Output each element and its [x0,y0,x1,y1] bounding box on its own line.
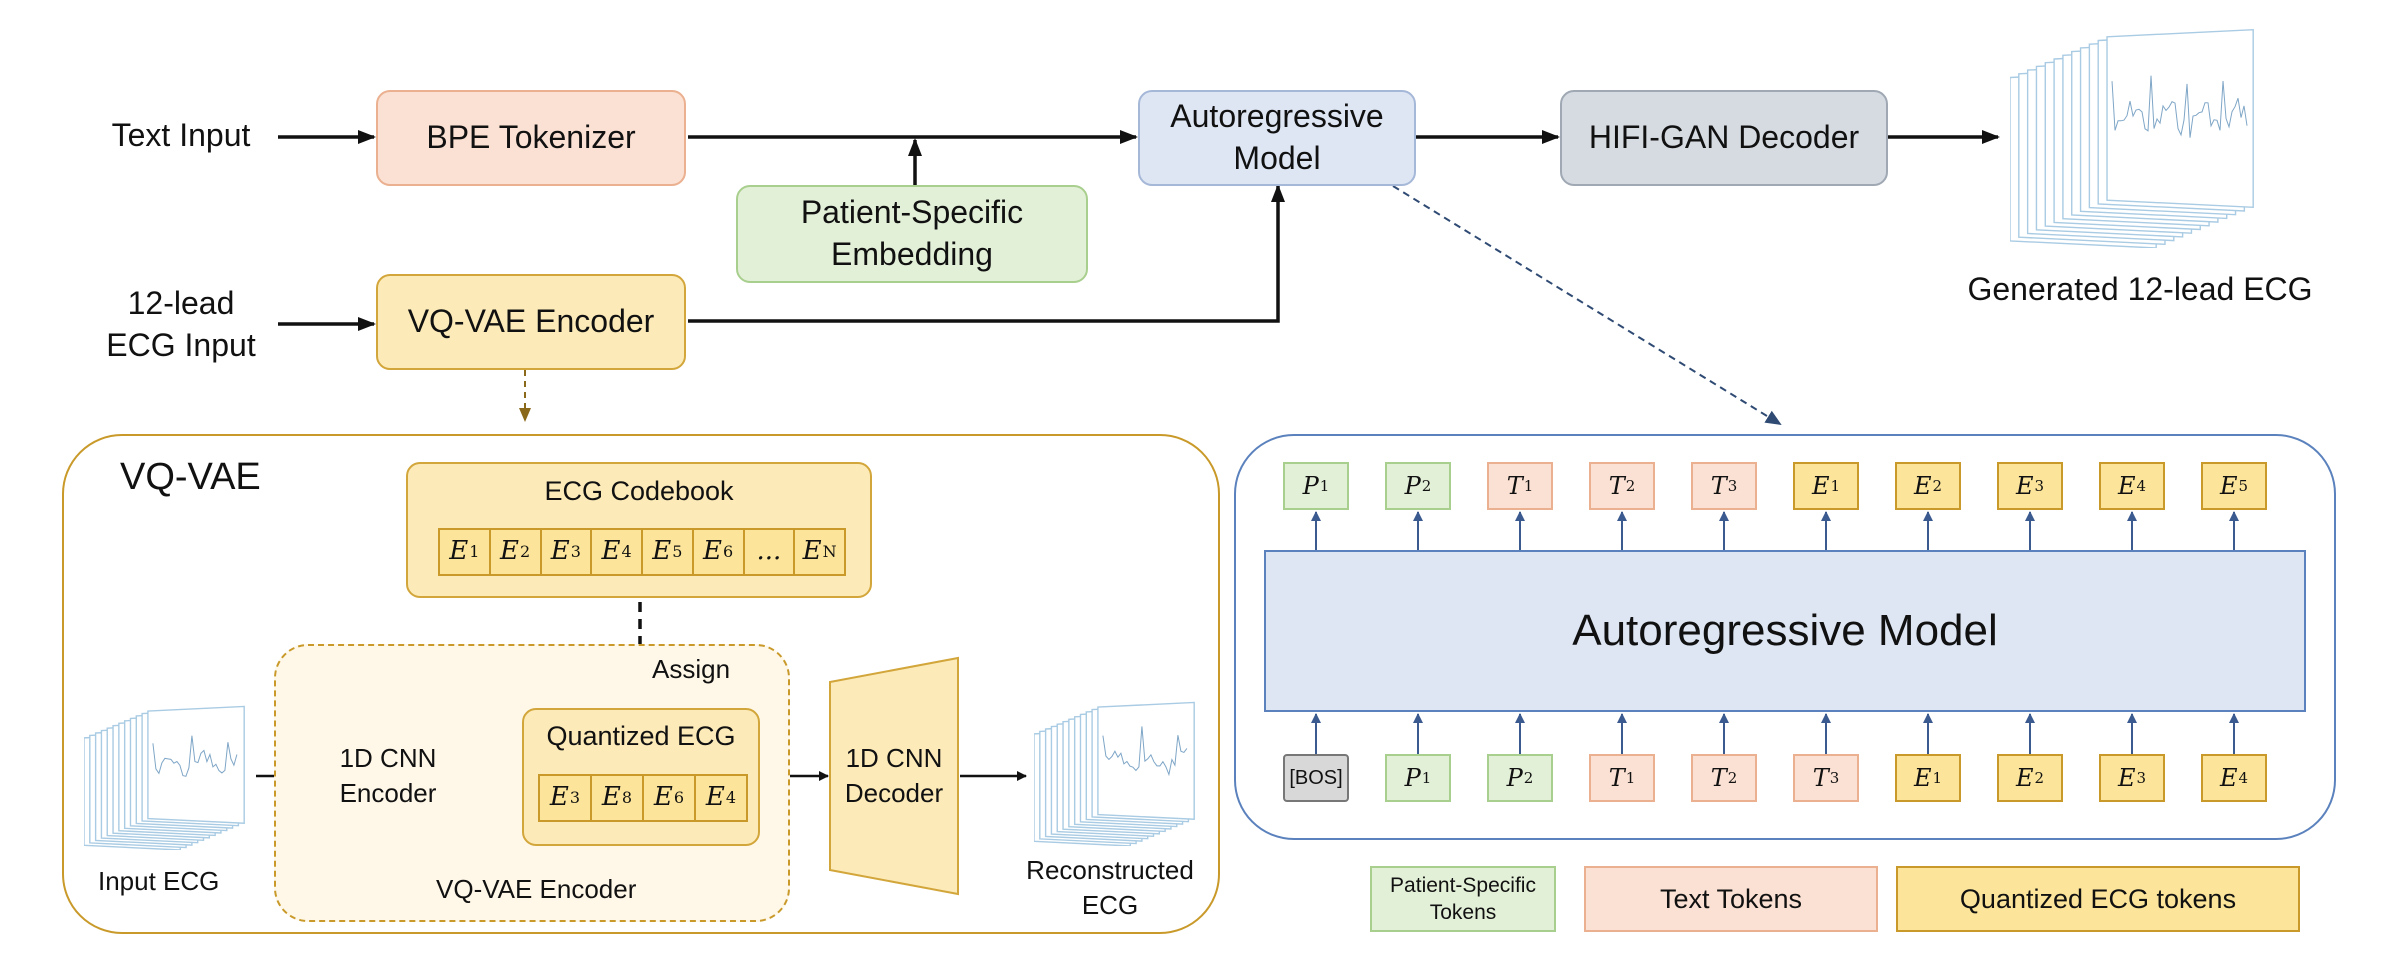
input-ecg-label: Input ECG [98,866,220,896]
vqvae-encoder-box: VQ-VAE Encoder [376,274,686,370]
quantized-ecg-title: Quantized ECG [546,721,736,752]
assign-label: Assign [652,654,731,684]
vqvae-panel-title: VQ-VAE [120,456,261,498]
legend-text-tokens: Text Tokens [1584,866,1878,932]
text-input-label: Text Input [111,117,251,154]
ecg-lead-sheet [1097,701,1195,820]
legend-patient-tokens: Patient-Specific Tokens [1370,866,1556,932]
input-token: [BOS] [1283,754,1349,802]
encoder-group-label: VQ-VAE Encoder [436,874,637,904]
hifigan-decoder-box: HIFI-GAN Decoder [1560,90,1888,186]
reconstructed-ecg-image [1034,700,1200,846]
ar-model-block: Autoregressive Model [1264,550,2306,712]
bpe-tokenizer-box: BPE Tokenizer [376,90,686,186]
ecg-lead-sheet [2106,28,2254,209]
encoder-cnn-label: 1D CNN Encoder [339,742,437,808]
reconstructed-ecg-label: Reconstructed ECG [1026,854,1194,920]
decoder-cnn-label: 1D CNN Decoder [844,742,944,808]
generated-ecg-label: Generated 12-lead ECG [1967,271,2313,308]
input-ecg-image [84,704,250,850]
dashed-ar-to-panel [1392,185,1782,426]
codebook-title: ECG Codebook [544,476,734,507]
ecg-lead-sheet [147,705,245,824]
patient-embedding-box: Patient-Specific Embedding [736,185,1088,283]
legend-quantized-ecg-tokens: Quantized ECG tokens [1896,866,2300,932]
ar-panel [1234,434,2336,840]
codebook-cell: ... [744,530,796,574]
autoregressive-model-box: Autoregressive Model [1138,90,1416,186]
vqvae-panel [62,434,1220,934]
generated-ecg-image [2010,26,2262,248]
ecg-input-label: 12-lead ECG Input [106,285,256,363]
